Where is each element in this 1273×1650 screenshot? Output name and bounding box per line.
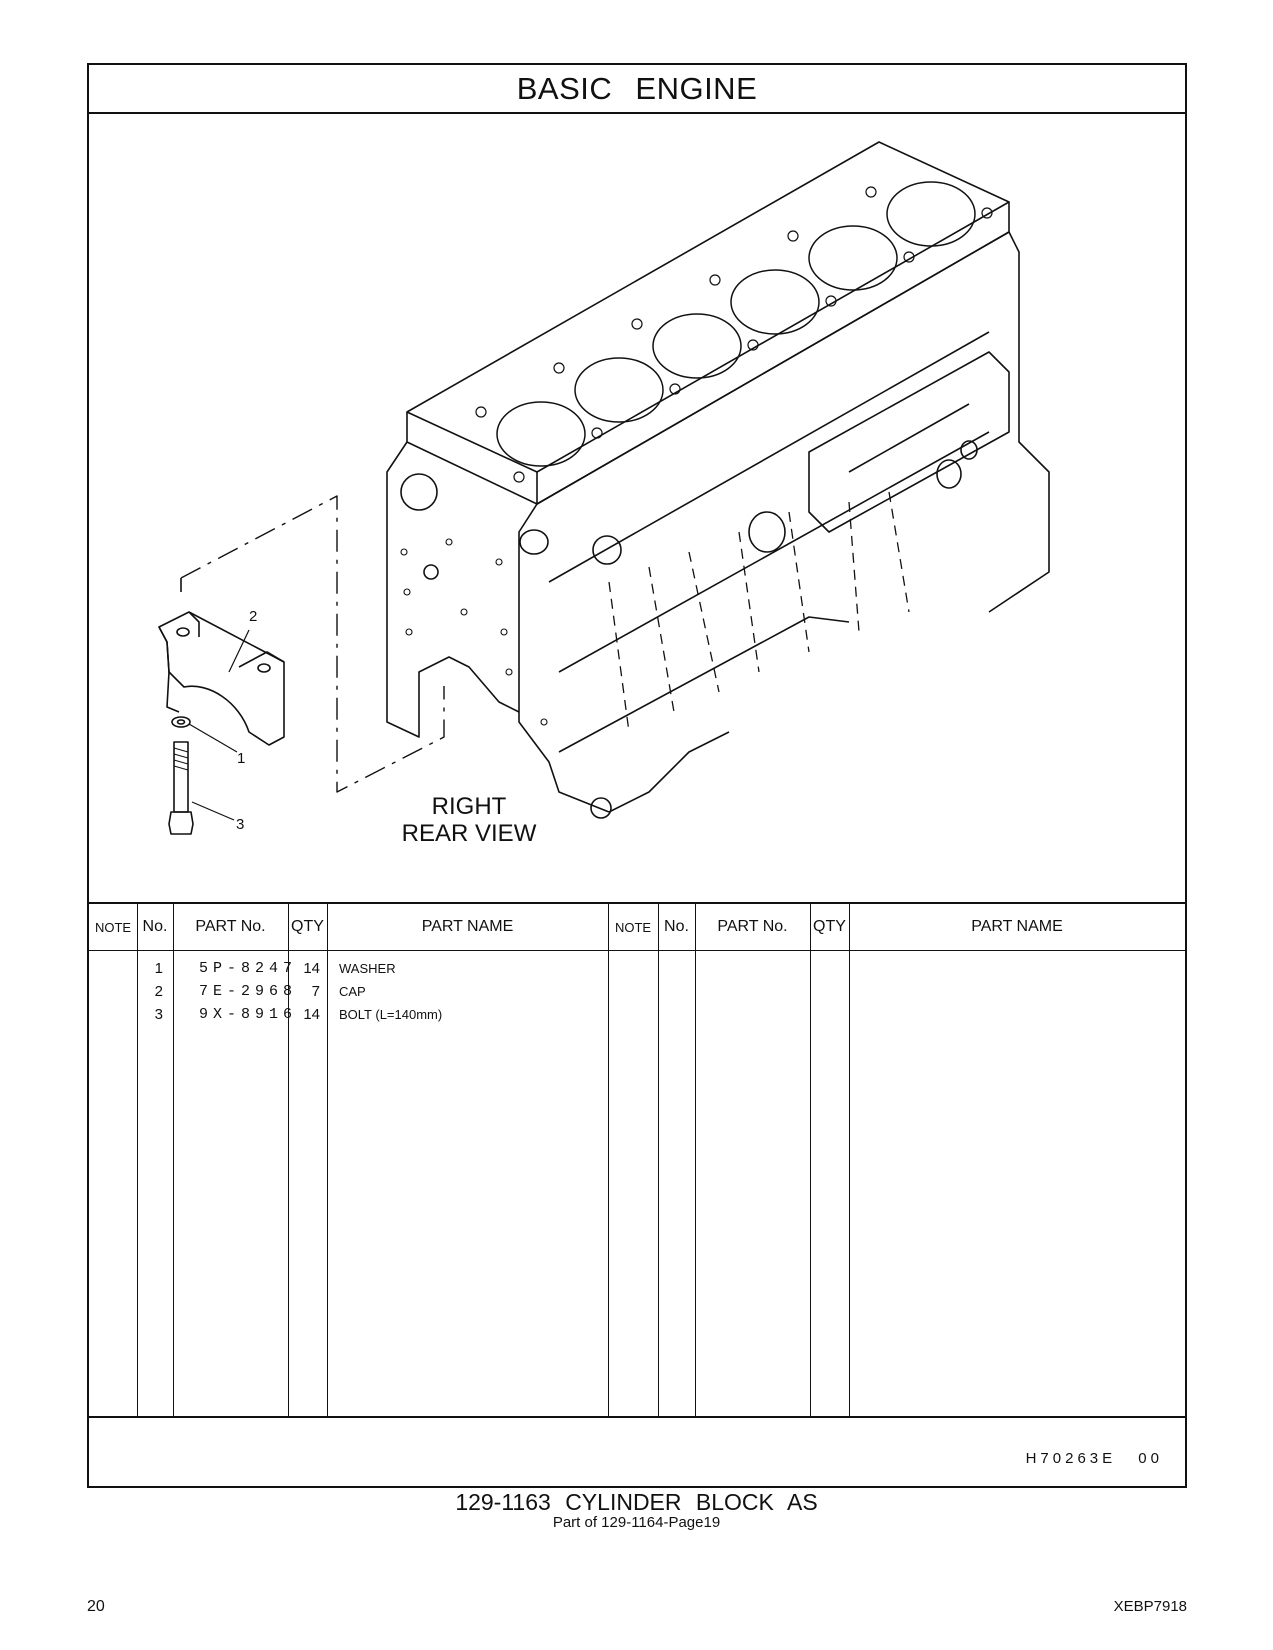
illustration-code: H70263E 00 [1025, 1450, 1163, 1467]
header-part-no-right: PART No. [717, 918, 788, 935]
header-no: No. [142, 918, 168, 935]
header-part-no: PART No. [195, 918, 266, 935]
row-no: 2 [154, 983, 163, 1000]
parts-list-table: NOTE No. PART No. QTY PART NAME NOTE No.… [89, 902, 1185, 1418]
row-part-name: CAP [339, 984, 366, 999]
table-row: 2 7E-2968 7 CAP [89, 981, 1185, 1004]
view-label-line-2: REAR VIEW [401, 820, 537, 847]
row-qty: 14 [303, 960, 320, 977]
parts-page-frame: BASIC ENGINE [87, 63, 1187, 1488]
page-caption: 129-1163 CYLINDER BLOCK AS Part of 129-1… [0, 1490, 1273, 1531]
row-part-no: 5P-8247 [199, 960, 298, 977]
header-part-name: PART NAME [421, 918, 514, 935]
section-title: BASIC ENGINE [516, 70, 758, 106]
header-qty: QTY [291, 918, 324, 935]
assembly-title: 129-1163 CYLINDER BLOCK AS [455, 1489, 818, 1515]
exploded-view-illustration: 2 1 3 RIGHT REAR VIEW [89, 112, 1185, 902]
row-part-name: BOLT (L=140mm) [339, 1007, 443, 1022]
row-no: 1 [154, 960, 163, 977]
header-qty-right: QTY [813, 918, 846, 935]
header-part-name-right: PART NAME [971, 918, 1063, 935]
row-qty: 14 [303, 1006, 320, 1023]
header-note: NOTE [94, 919, 132, 935]
assembly-subtitle: Part of 129-1164-Page19 [552, 1514, 721, 1531]
section-title-bar: BASIC ENGINE [89, 65, 1185, 114]
callout-1: 1 [237, 750, 246, 767]
row-no: 3 [154, 1006, 163, 1023]
callout-2: 2 [249, 608, 258, 625]
header-no-right: No. [664, 918, 689, 935]
row-part-no: 7E-2968 [199, 983, 298, 1000]
cylinder-block-drawing [158, 141, 1050, 835]
table-row: 1 5P-8247 14 WASHER [89, 958, 1185, 981]
page-number: 20 [87, 1598, 105, 1615]
header-note-right: NOTE [614, 919, 652, 935]
parts-rows: 1 5P-8247 14 WASHER 2 7E-2968 7 CAP 3 9X… [89, 958, 1185, 1027]
callout-3: 3 [236, 816, 245, 833]
row-part-name: WASHER [339, 961, 396, 976]
view-label: RIGHT REAR VIEW [394, 793, 544, 847]
row-qty: 7 [311, 983, 320, 1000]
row-part-no: 9X-8916 [199, 1006, 298, 1023]
view-label-line-1: RIGHT [431, 793, 507, 820]
table-row: 3 9X-8916 14 BOLT (L=140mm) [89, 1004, 1185, 1027]
document-code: XEBP7918 [1113, 1598, 1187, 1615]
